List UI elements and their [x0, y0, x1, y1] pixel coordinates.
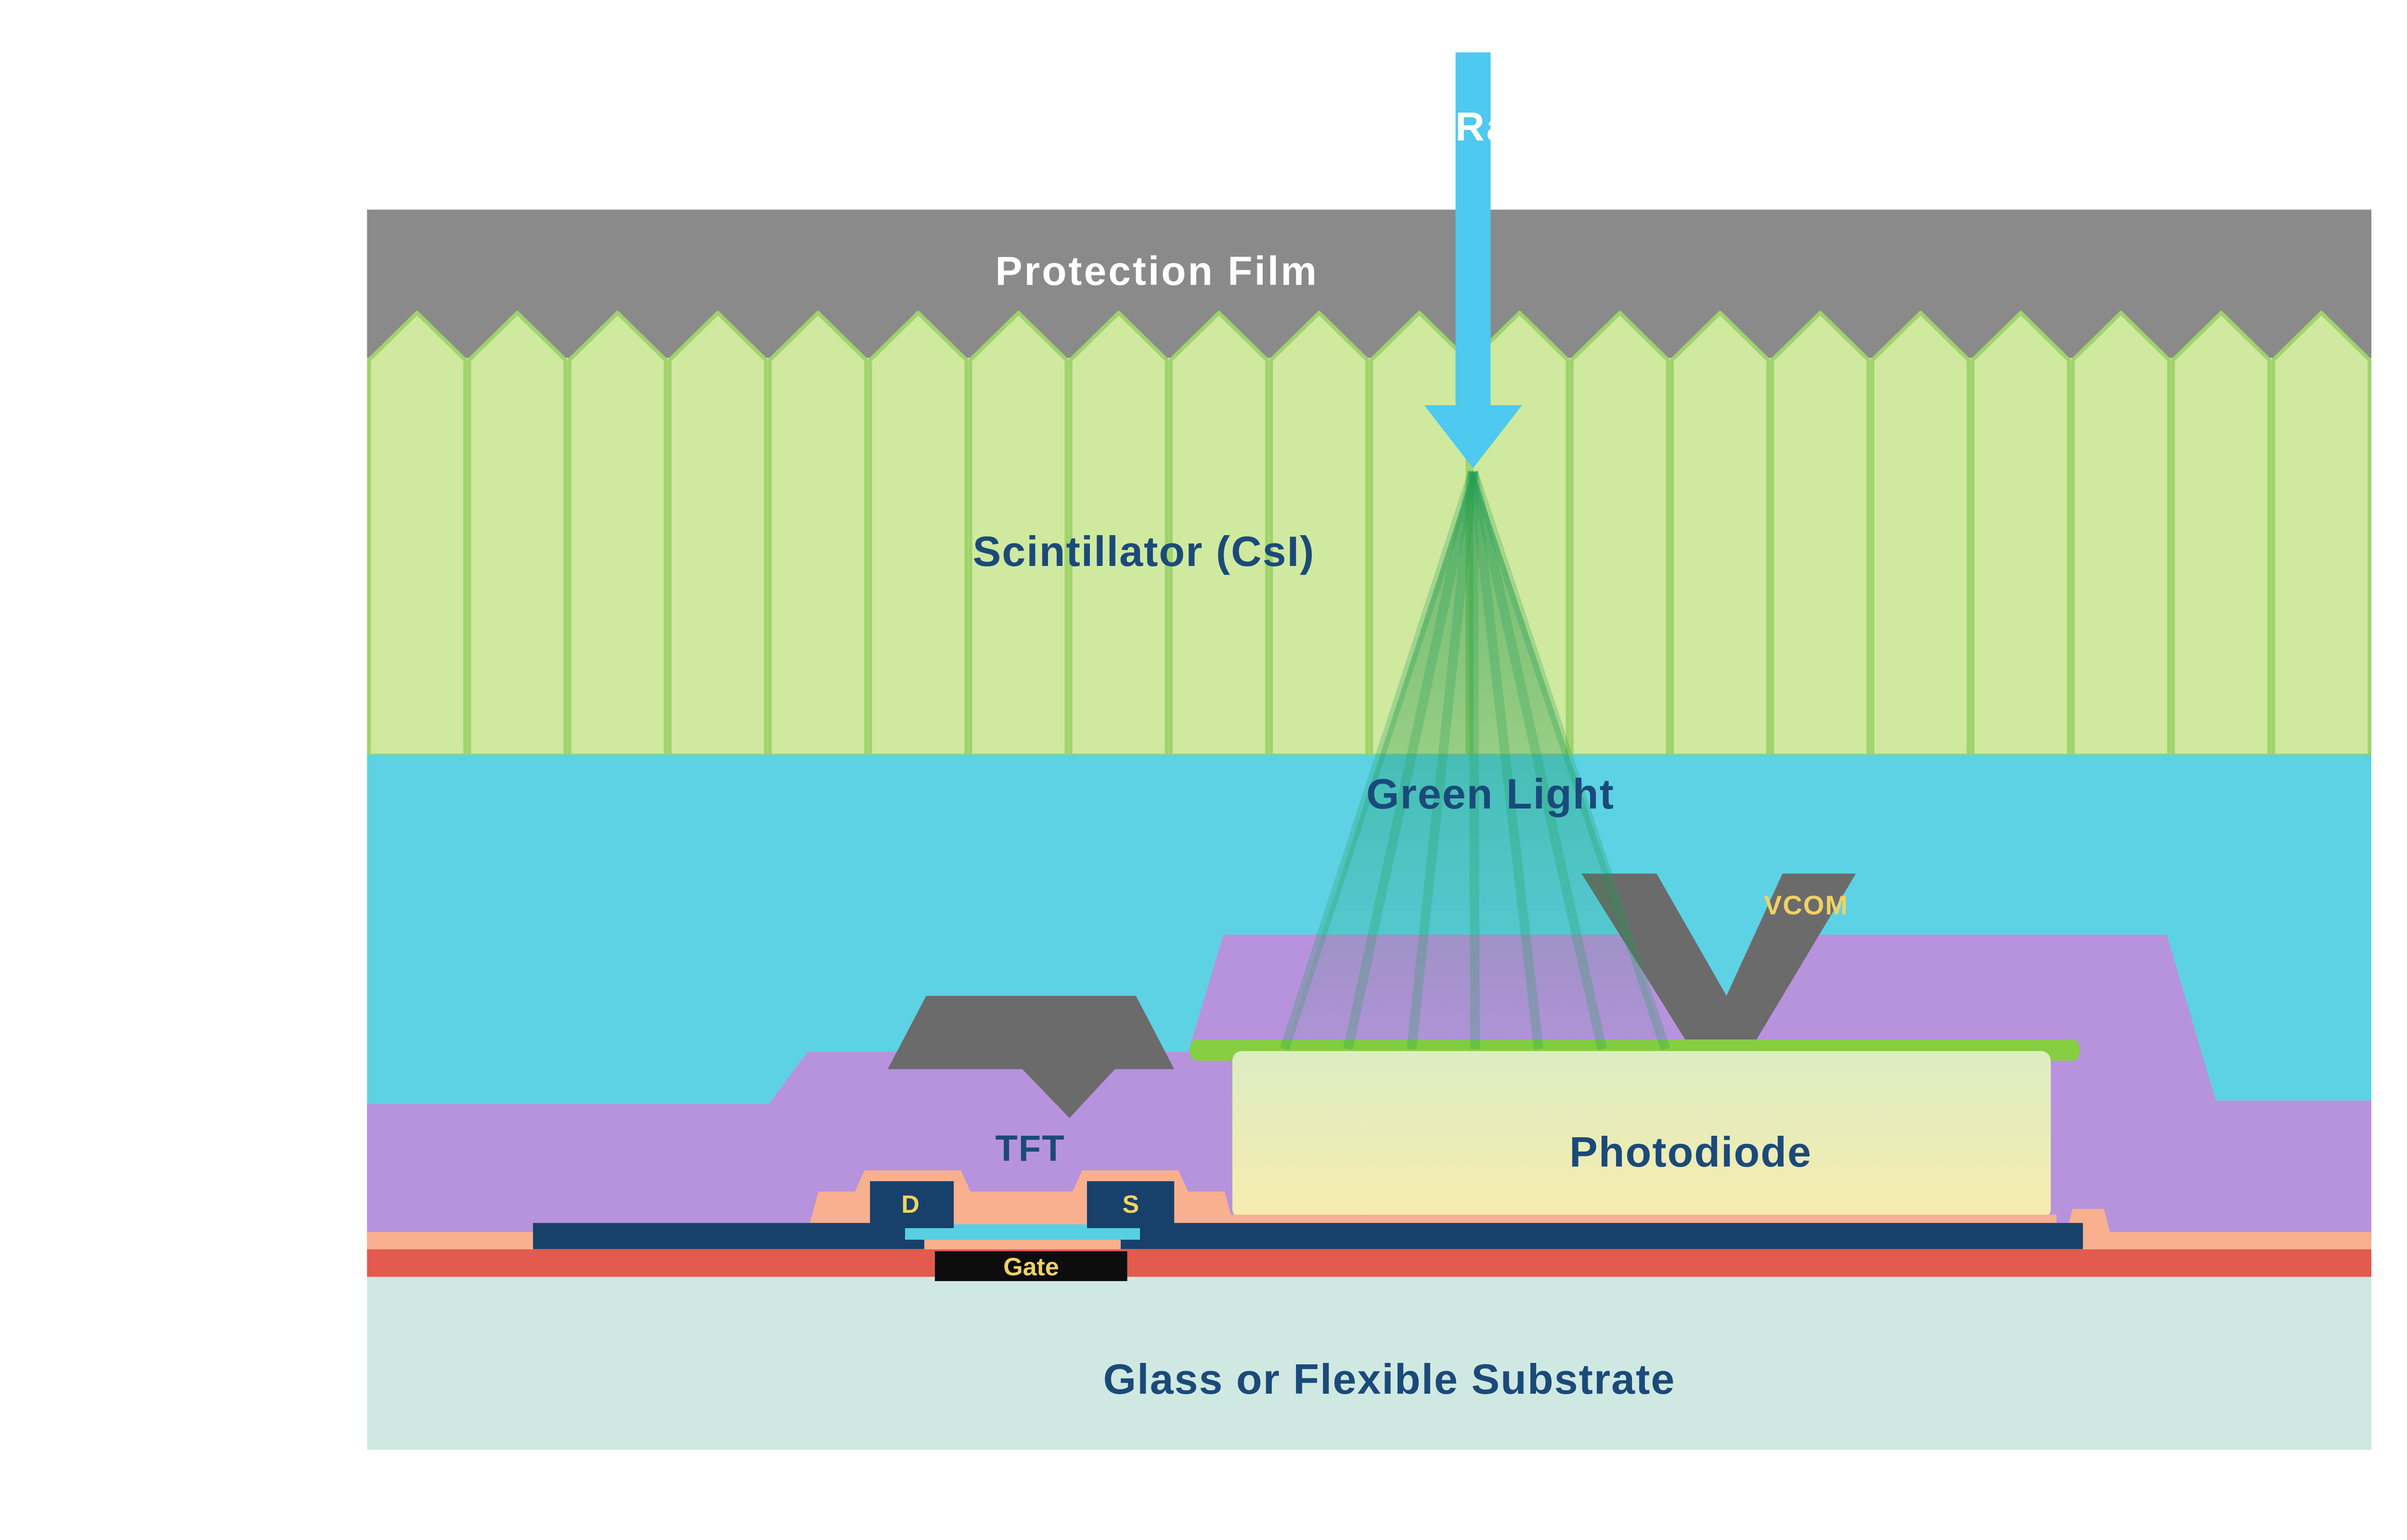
green-light-label: Green Light — [1366, 770, 1615, 818]
xray-arrow-head — [1424, 405, 1522, 468]
photodiode-body — [1232, 1051, 2051, 1219]
green-light-rays — [1280, 470, 1670, 1051]
substrate-layer — [367, 1277, 2372, 1450]
metal-line-right — [1121, 1223, 2083, 1249]
metal-line-left — [533, 1223, 924, 1249]
source-label: S — [1122, 1191, 1139, 1219]
scintillator-label: Scintillator (CsI) — [973, 527, 1315, 575]
drain-electrode — [870, 1181, 954, 1228]
photodiode-label: Photodiode — [1569, 1128, 1812, 1176]
green-light-fan — [1284, 470, 1668, 1049]
gate-electrode — [935, 1251, 1127, 1281]
substrate-label: Glass or Flexible Substrate — [1103, 1355, 1676, 1403]
red-barrier-layer — [367, 1249, 2372, 1277]
scintillator-layer — [367, 311, 2372, 755]
tft-shield-electrode — [888, 996, 1175, 1118]
drain-label: D — [901, 1191, 919, 1219]
vcom-electrode — [1581, 873, 1856, 1069]
protection-film-label: Protection Film — [996, 248, 1319, 294]
xray-label: X-Ray — [1411, 104, 1535, 149]
tft-label: TFT — [995, 1128, 1065, 1169]
vcom-label: VCOM — [1764, 890, 1849, 920]
xray-arrow-shaft — [1455, 52, 1491, 406]
gate-label: Gate — [1003, 1253, 1059, 1281]
source-electrode — [1087, 1181, 1175, 1228]
